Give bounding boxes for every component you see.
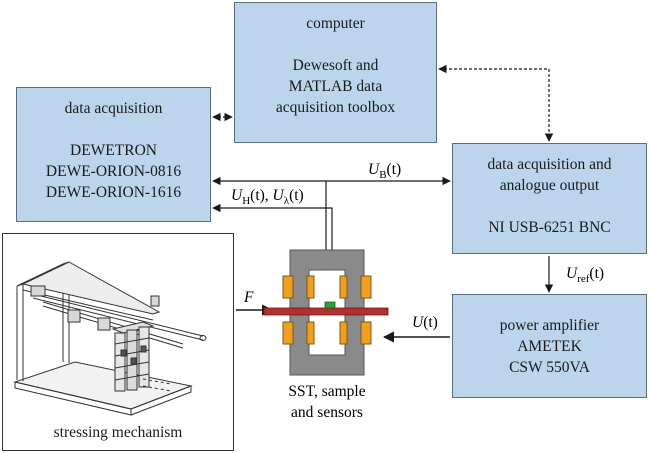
sensor-icon	[324, 301, 336, 309]
stressing-mechanism-panel	[2, 233, 234, 451]
stressing-mechanism-caption: stressing mechanism	[53, 424, 183, 441]
coil-icon	[360, 275, 372, 299]
computer-line1: Dewesoft and	[292, 57, 379, 74]
coil-icon	[282, 321, 294, 345]
coil-icon	[306, 275, 315, 299]
sst-caption-line1: SST, sample	[288, 383, 365, 400]
daq-line1: DEWETRON	[70, 142, 157, 159]
daq-title: data acquisition	[64, 100, 163, 117]
sst-device	[263, 249, 389, 376]
stressing-mechanism-drawing	[13, 261, 207, 416]
ni-title1: data acquisition and	[487, 156, 612, 173]
coil-icon	[360, 321, 372, 345]
computer-line3: acquisition toolbox	[275, 99, 396, 116]
coil-icon	[306, 321, 315, 345]
ub-label: UB(t)	[368, 161, 401, 181]
computer-line2: MATLAB data	[288, 78, 383, 95]
amp-line2: CSW 550VA	[509, 359, 590, 376]
ni-output-box: data acquisition and analogue output NI …	[452, 143, 647, 254]
data-acquisition-box: data acquisition DEWETRON DEWE-ORION-081…	[16, 87, 211, 222]
coil-icon	[339, 321, 348, 345]
daq-line2: DEWE-ORION-0816	[45, 163, 182, 180]
coil-icon	[339, 275, 348, 299]
computer-ni-link	[438, 64, 554, 142]
power-amplifier-box: power amplifier AMETEK CSW 550VA	[452, 294, 647, 398]
sst-caption-line2: and sensors	[291, 404, 363, 421]
ni-line1: NI USB-6251 BNC	[488, 219, 611, 236]
uref-label: Uref(t)	[566, 265, 604, 285]
computer-box: computer Dewesoft and MATLAB data acquis…	[234, 2, 437, 143]
sample-strip	[263, 307, 389, 316]
coil-icon	[282, 275, 294, 299]
daq-line3: DEWE-ORION-1616	[45, 184, 182, 201]
ni-title2: analogue output	[499, 177, 600, 194]
amp-title: power amplifier	[499, 317, 600, 334]
computer-title: computer	[306, 15, 365, 32]
uh-ulambda-label: UH(t), Uλ(t)	[231, 187, 304, 207]
amp-line1: AMETEK	[517, 338, 582, 355]
force-label: F	[243, 289, 254, 306]
u-label: U(t)	[412, 314, 438, 331]
